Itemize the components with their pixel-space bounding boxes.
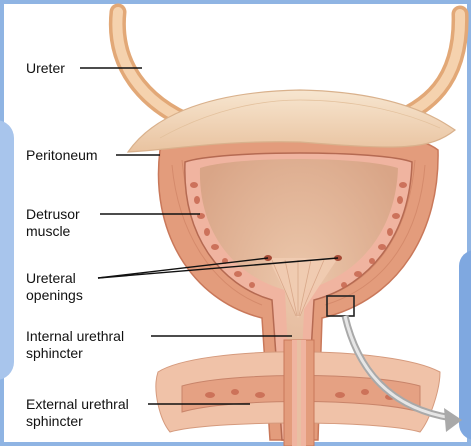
- label-ureter: Ureter: [26, 60, 65, 77]
- label-peritoneum: Peritoneum: [26, 147, 98, 164]
